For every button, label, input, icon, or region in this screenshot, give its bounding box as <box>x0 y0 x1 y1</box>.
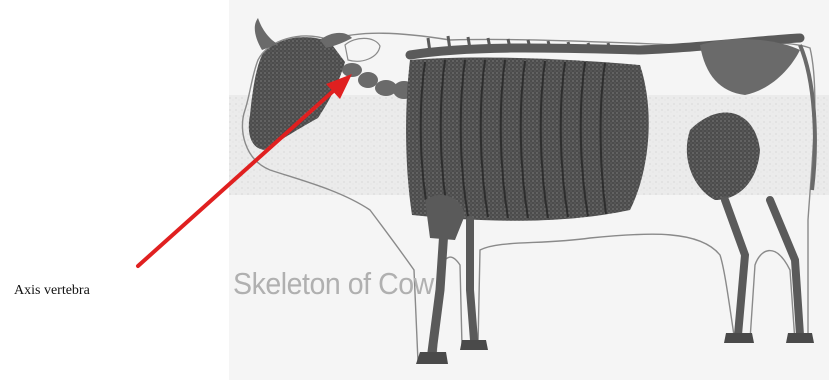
axis-vertebra-label: Axis vertebra <box>14 283 90 299</box>
horn-right <box>320 33 352 48</box>
pelvis-bone <box>700 39 800 95</box>
diagram-title: Skeleton of Cow <box>233 266 434 302</box>
leg-bones <box>432 200 800 352</box>
horn-left <box>255 18 278 50</box>
cervical-vertebrae <box>342 63 415 99</box>
ear-outline <box>345 38 380 61</box>
